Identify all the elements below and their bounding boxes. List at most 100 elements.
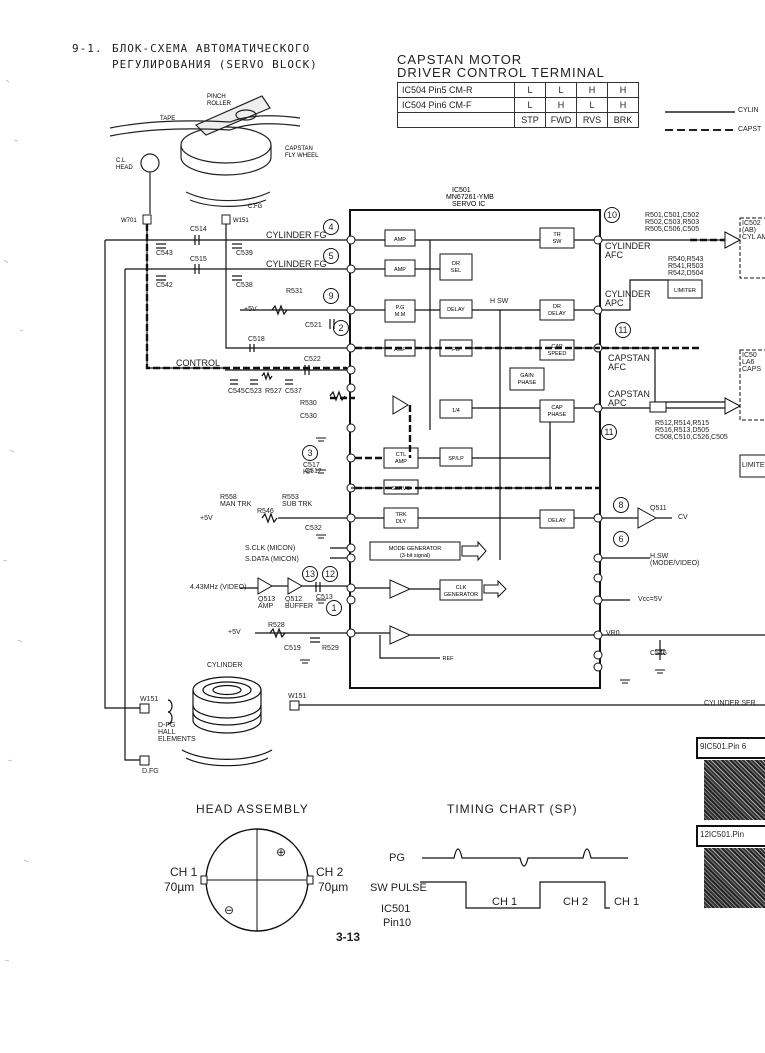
block-quarter <box>439 399 473 419</box>
callout-11b: 11 <box>601 424 617 440</box>
clk-arrow <box>483 579 507 599</box>
w151-cyl-label: W151 <box>140 696 159 703</box>
hall-label: D-PG HALL ELEMENTS <box>158 722 196 743</box>
limiter-right-box <box>739 454 765 478</box>
ctl-head-label: C.L <box>116 158 126 164</box>
osc-bottom-label: 12IC501.Pin <box>700 830 745 839</box>
ch2-head <box>306 875 314 885</box>
vcc-label: Vcc=5V <box>638 596 663 603</box>
cylinder-drawing <box>167 676 273 767</box>
svg-text:DLY: DLY <box>396 519 407 525</box>
svg-text:DR: DR <box>452 261 460 267</box>
callout-8: 8 <box>613 497 629 513</box>
callout-11: 11 <box>615 322 631 338</box>
ctl-head-label2: HEAD <box>116 165 133 171</box>
table-cell: BRK <box>607 112 639 128</box>
head-ch1: CH 1 <box>170 865 198 879</box>
svg-text:MODE GENERATOR: MODE GENERATOR <box>389 546 441 552</box>
r501-group: R501,C501,C502 <box>645 212 700 219</box>
r531: R531 <box>286 288 303 295</box>
ic503-box <box>739 349 765 421</box>
connector-w701 <box>142 214 152 225</box>
ic503-label: IC50 LA6 CAPS <box>742 352 762 373</box>
block-dr-sel <box>439 253 473 281</box>
osc-bottom-label-box <box>696 825 765 847</box>
svg-text:DELAY: DELAY <box>548 311 566 317</box>
plus5v-1: +5V <box>244 306 257 313</box>
block-pg-mm <box>384 299 416 323</box>
c518: C518 <box>248 336 265 343</box>
svg-text:FG: FG <box>452 347 460 353</box>
svg-text:REF: REF <box>443 656 455 662</box>
vr0-label: VR0 <box>606 630 620 637</box>
svg-text:DELAY: DELAY <box>548 518 566 524</box>
hp-label: C517 HP <box>303 462 320 476</box>
cyl-apc-label: CYLINDER APC <box>605 289 651 308</box>
timing-pg: PG <box>389 852 405 864</box>
r541-group: R541,R503 <box>668 263 704 270</box>
osc-image-top <box>704 760 765 820</box>
svg-text:P.G: P.G <box>396 305 405 311</box>
c512: C512 <box>305 468 322 475</box>
osc-image-bottom <box>704 848 765 908</box>
callout-1: 1 <box>326 600 342 616</box>
cap-apc-label: CAPSTAN APC <box>608 389 650 408</box>
table-row: STP FWD RVS BRK <box>397 112 639 128</box>
wiring <box>104 224 765 761</box>
svg-text:DELAY: DELAY <box>447 307 465 313</box>
callout-10: 10 <box>604 207 620 223</box>
r540-group: R540,R543 <box>668 256 704 263</box>
svg-text:1/4: 1/4 <box>452 408 460 414</box>
tape-mechanism <box>109 95 301 214</box>
c543: C543 <box>156 250 173 257</box>
block-tr-sw <box>539 227 575 249</box>
block-clk-gen <box>439 579 483 601</box>
cyl-fg-label1: CYLINDER FG <box>266 230 327 240</box>
right-edge-capst: CAPST <box>738 126 762 133</box>
c537: C537 <box>285 388 302 395</box>
r528: R528 <box>268 622 285 629</box>
callout-2: 2 <box>333 320 349 336</box>
osc-top-label: 9IC501.Pin 6 <box>700 742 747 751</box>
w151-label: W151 <box>233 218 249 224</box>
r530: R530 <box>300 400 317 407</box>
connector-w151-cyl <box>139 703 150 714</box>
block-mode-gen <box>369 541 461 561</box>
cfg-label: C.FG <box>248 204 263 210</box>
cv-label: CV <box>678 514 688 521</box>
block-trk-dly <box>383 507 419 529</box>
head-minus-icon: ⊖ <box>224 903 235 917</box>
head-ch2-width: 70µm <box>318 880 349 894</box>
amp-right2 <box>724 397 742 415</box>
op-amps <box>257 395 658 645</box>
r542-group: R542,D504 <box>668 270 704 277</box>
r502-group: R502,C503,R503 <box>645 219 700 226</box>
w701-label: W701 <box>121 218 137 224</box>
svg-text:DR: DR <box>553 304 561 310</box>
control-label: CONTROL <box>176 358 221 368</box>
callout-3: 3 <box>302 445 318 461</box>
cylinder-label: CYLINDER <box>207 662 243 669</box>
svg-text:GAIN: GAIN <box>520 373 533 379</box>
tape-label: TAPE <box>160 116 175 122</box>
plus5v-2: +5V <box>200 515 213 522</box>
flywheel-label2: FLY WHEEL <box>285 153 319 159</box>
osc-label: 4.43MHz (VIDEO) <box>190 584 247 591</box>
c521: C521 <box>305 322 322 329</box>
r553-label: R553 SUB TRK <box>282 494 313 508</box>
block-pg-delay <box>439 299 473 319</box>
timing-ch2: CH 2 <box>563 896 589 908</box>
r505-group: R505,C506,C505 <box>645 226 700 233</box>
ch1-head <box>200 875 208 885</box>
limiter-label: LIMITER <box>674 288 696 294</box>
svg-text:CAP: CAP <box>551 405 563 411</box>
c519: C519 <box>284 645 301 652</box>
svg-text:SW: SW <box>553 239 563 245</box>
c545: C545 <box>228 388 245 395</box>
mode-arrow <box>461 540 487 562</box>
table-row: IC504 Pin6 CM-F L H L H <box>397 97 639 113</box>
timing-ch1: CH 1 <box>492 896 518 908</box>
head-plus-icon: ⊕ <box>276 845 287 859</box>
